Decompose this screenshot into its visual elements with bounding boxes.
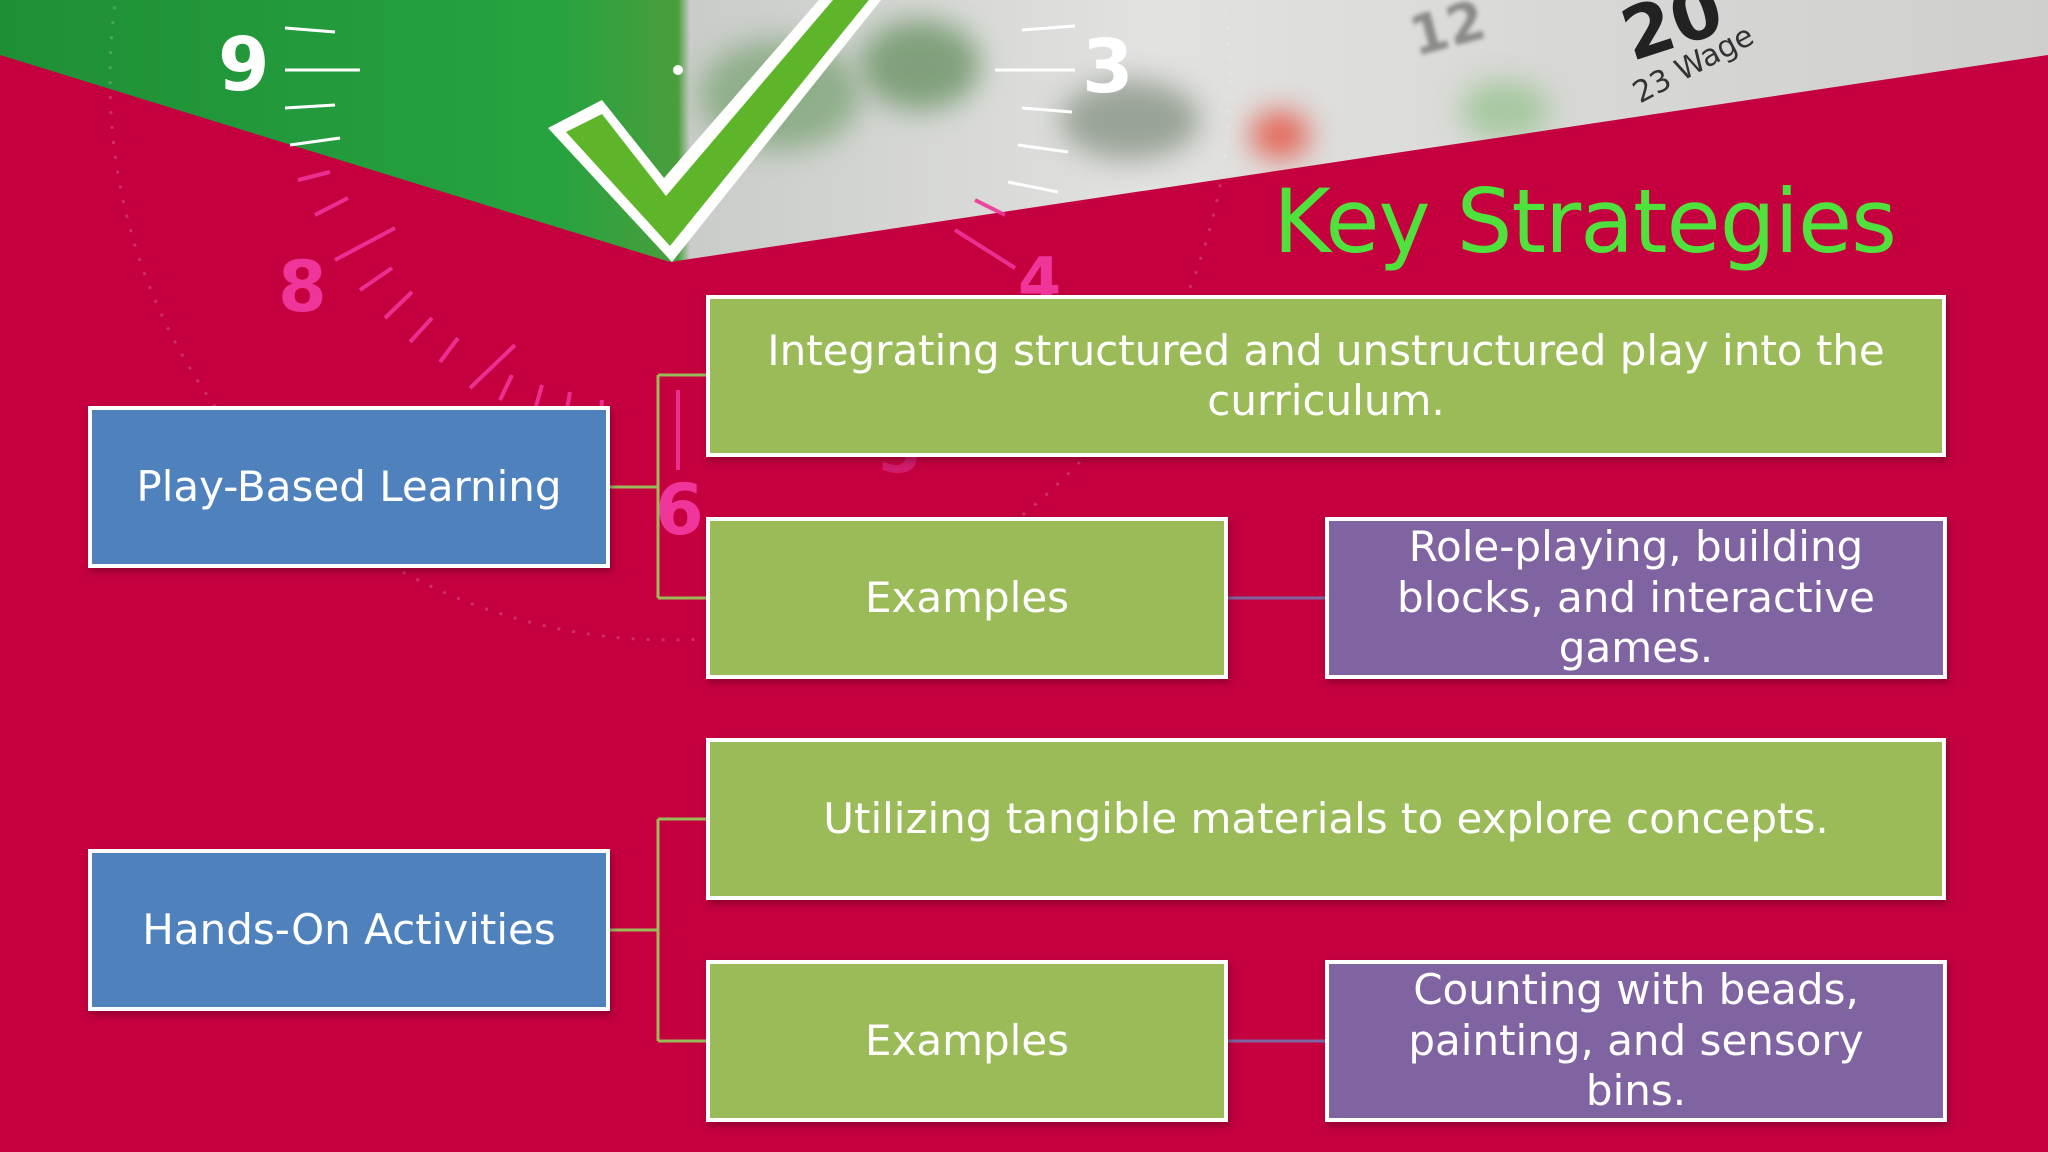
- clock-number-3: 3: [1082, 24, 1134, 110]
- strategy-play-examples-label: Examples: [706, 517, 1228, 679]
- strategy-play-description: Integrating structured and unstructured …: [706, 295, 1946, 457]
- clock-number-8: 8: [278, 246, 327, 328]
- slide-title: Key Strategies: [1273, 170, 1897, 273]
- strategy-hands-description: Utilizing tangible materials to explore …: [706, 738, 1946, 900]
- clock-dial: [108, 0, 1232, 642]
- strategy-hands-examples-label: Examples: [706, 960, 1228, 1122]
- strategy-hands-on-activities: Hands-On Activities: [88, 849, 610, 1011]
- clock-ticks-left: [284, 26, 360, 147]
- clock-ticks-right: [995, 24, 1076, 194]
- checkmark-icon: [548, 0, 882, 262]
- clock-number-9: 9: [218, 22, 270, 108]
- strategy-play-based-learning: Play-Based Learning: [88, 406, 610, 568]
- clock-center: [673, 65, 683, 75]
- clock-number-6: 6: [655, 469, 704, 551]
- strategy-hands-examples-list: Counting with beads, painting, and senso…: [1325, 960, 1947, 1122]
- strategy-play-examples-list: Role-playing, building blocks, and inter…: [1325, 517, 1947, 679]
